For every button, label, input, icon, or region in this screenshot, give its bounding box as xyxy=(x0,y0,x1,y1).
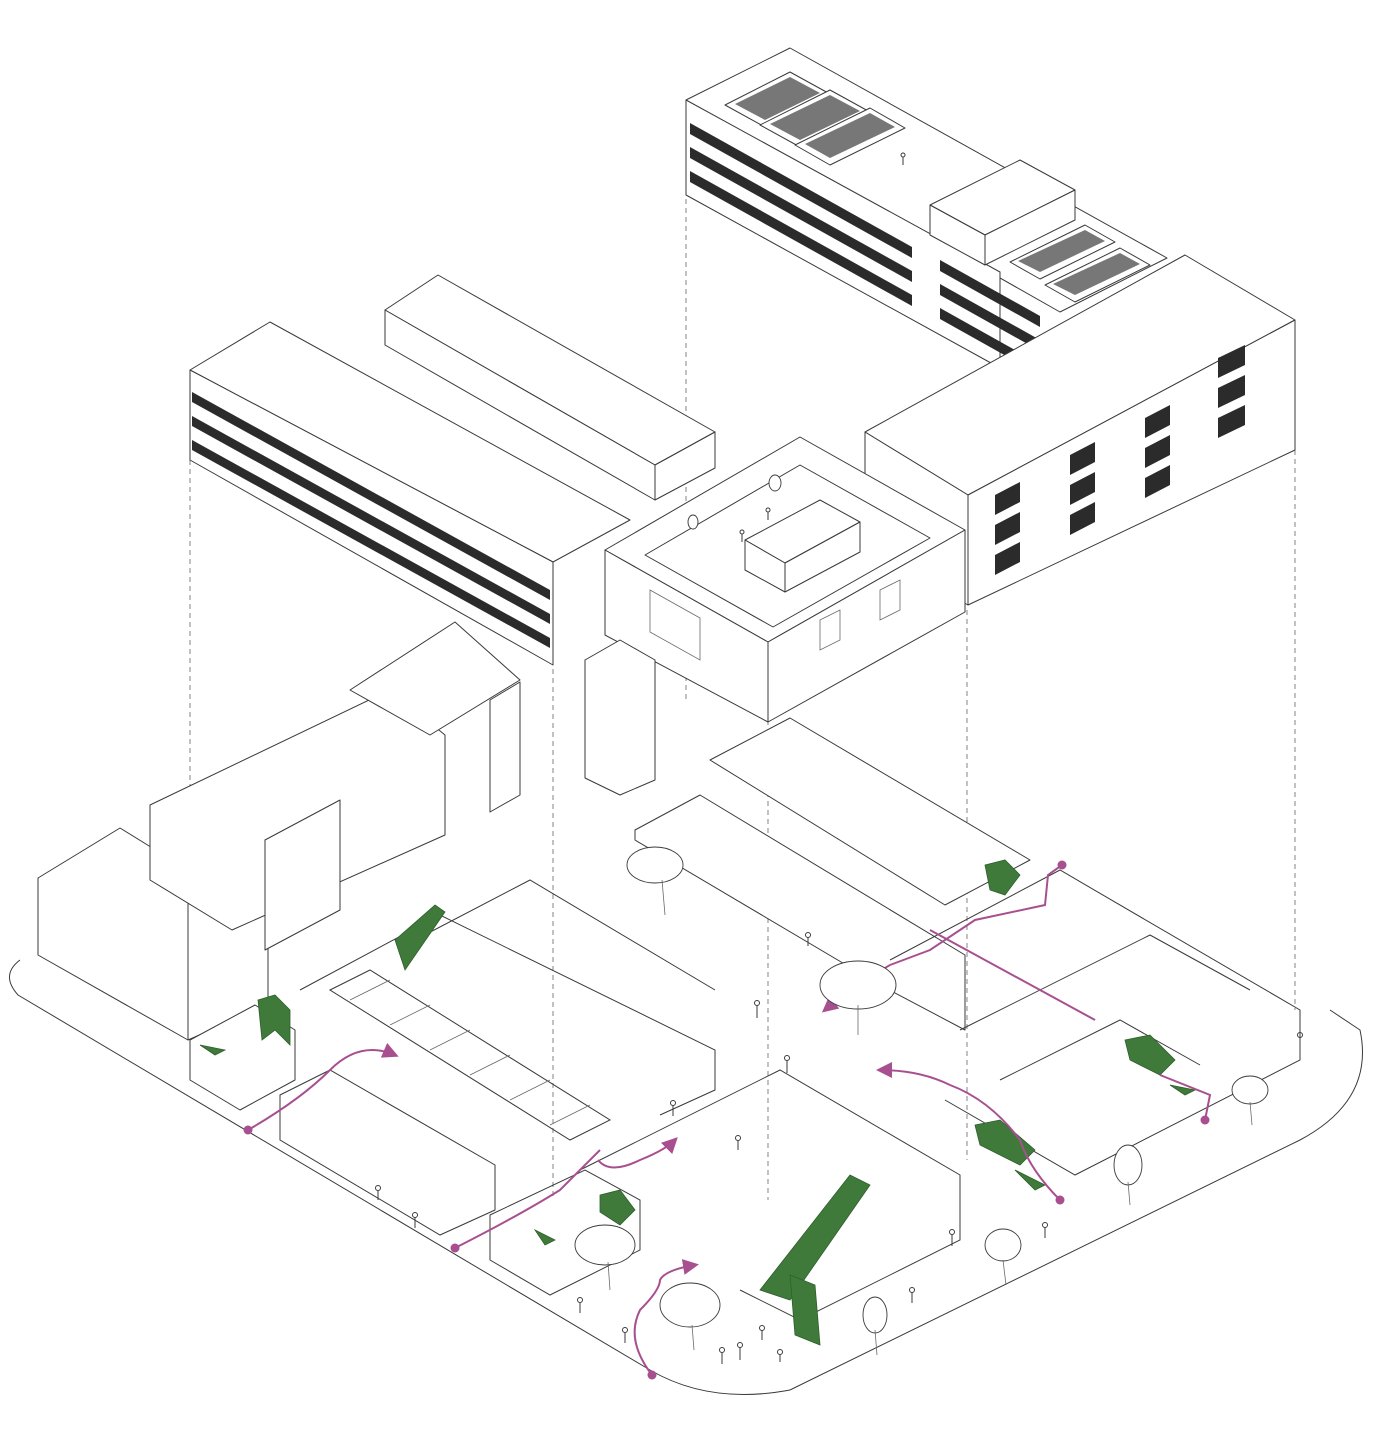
stair-green-3 xyxy=(199,1044,227,1056)
person-9 xyxy=(737,1342,743,1360)
left-slab-building xyxy=(189,321,631,666)
person-11 xyxy=(949,1229,955,1246)
tree-1 xyxy=(626,846,684,916)
person-1 xyxy=(754,1000,760,1018)
upper-slab-building xyxy=(685,47,1168,375)
stair-green-1 xyxy=(394,904,446,971)
person-13 xyxy=(1297,1032,1303,1048)
tree-10-rooftop xyxy=(687,514,699,530)
tree-7 xyxy=(984,1228,1022,1286)
green-stairs xyxy=(199,859,1197,1346)
tree-5 xyxy=(1231,1075,1269,1126)
person-5 xyxy=(375,1185,381,1200)
person-4 xyxy=(805,932,811,946)
left-upper-bar-building xyxy=(384,274,716,501)
stair-green-9 xyxy=(599,1189,636,1226)
stair-green-11 xyxy=(759,1174,871,1301)
tree-2 xyxy=(819,960,897,1035)
person-20 xyxy=(777,1349,783,1362)
person-19 xyxy=(622,1327,628,1343)
rooftop-planters xyxy=(724,71,1151,303)
left-facade-windows xyxy=(192,392,550,648)
person-8 xyxy=(719,1347,725,1364)
person-14 xyxy=(739,529,745,542)
right-wing-balconies xyxy=(995,345,1245,575)
person-3 xyxy=(670,1100,676,1116)
site-boundary xyxy=(9,959,1363,1395)
tree-9-rooftop xyxy=(768,474,782,492)
tree-6 xyxy=(1113,1144,1143,1206)
stair-green-7 xyxy=(974,1119,1036,1166)
stair-green-2 xyxy=(257,994,291,1046)
stair-green-6 xyxy=(1169,1084,1197,1096)
stair-green-10 xyxy=(533,1228,556,1246)
tree-4 xyxy=(659,1282,721,1351)
stair-green-4 xyxy=(984,859,1021,896)
stair-green-12 xyxy=(789,1274,821,1346)
person-12 xyxy=(1042,1222,1048,1238)
people xyxy=(375,152,1303,1364)
person-2 xyxy=(784,1055,790,1073)
upper-facade-windows xyxy=(690,123,1040,375)
person-18 xyxy=(909,1287,915,1303)
person-15 xyxy=(765,507,771,520)
trees xyxy=(574,474,1269,1356)
stair-green-5 xyxy=(1124,1034,1176,1076)
person-7 xyxy=(577,1297,583,1313)
central-cube-building xyxy=(604,436,966,723)
stair-green-8 xyxy=(1014,1169,1046,1191)
person-6 xyxy=(412,1212,418,1228)
circulation-routes xyxy=(243,860,1212,1380)
person-10 xyxy=(759,1325,765,1340)
context-buildings xyxy=(37,621,656,1041)
right-wing-building xyxy=(864,254,1296,606)
person-17 xyxy=(735,1135,741,1150)
tree-8 xyxy=(862,1296,888,1356)
tree-3 xyxy=(574,1224,636,1291)
person-16 xyxy=(900,152,906,165)
